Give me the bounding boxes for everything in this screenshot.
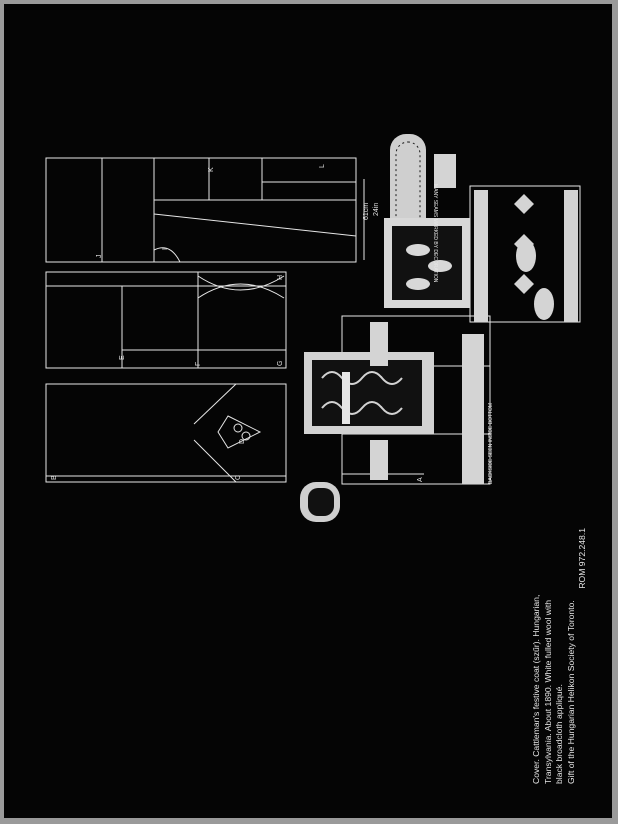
dimension-cm: 61cm xyxy=(363,203,370,220)
label-i: I xyxy=(162,248,169,250)
caption-line-4: Gift of the Hungarian Helikon Society of… xyxy=(565,600,576,784)
label-f: F xyxy=(195,362,202,366)
coat-upper-text: MANY SEAMS MARKED BY DECORATION xyxy=(432,184,438,283)
caption-catalog-number: ROM 972.248.1 xyxy=(577,528,588,589)
coat-lower-text: BACKSIDE SEEN INSIDE BOTTOM xyxy=(488,403,494,484)
label-a: A xyxy=(417,477,424,482)
label-k: K xyxy=(208,167,215,172)
label-d: D xyxy=(239,439,246,444)
pattern-piece-top xyxy=(45,157,357,263)
cover-caption: Cover. Cattleman's festive coat (szűr). … xyxy=(531,504,589,784)
caption-line-1: Cover. Cattleman's festive coat (szűr). … xyxy=(531,594,541,784)
coat-illustration xyxy=(300,134,578,522)
label-l: L xyxy=(319,164,326,168)
pattern-piece-middle xyxy=(45,271,287,369)
label-j: J xyxy=(96,255,103,259)
caption-line-2: Transylvania. About 1890. White fulled w… xyxy=(542,599,553,784)
dimension-in: 24in xyxy=(373,203,380,216)
pattern-piece-bottom xyxy=(45,383,287,483)
label-b: B xyxy=(51,475,58,480)
cover-page: B C D E F G H I J K L A 61cm 24in MANY S… xyxy=(4,4,612,818)
label-c: C xyxy=(235,475,242,480)
label-e: E xyxy=(119,355,126,360)
label-h: H xyxy=(277,275,284,280)
coat-pattern-illustration: B C D E F G H I J K L A 61cm 24in MANY S… xyxy=(45,134,581,522)
caption-line-3: black broadcloth appliqué. xyxy=(554,684,565,784)
label-g: G xyxy=(277,361,284,366)
